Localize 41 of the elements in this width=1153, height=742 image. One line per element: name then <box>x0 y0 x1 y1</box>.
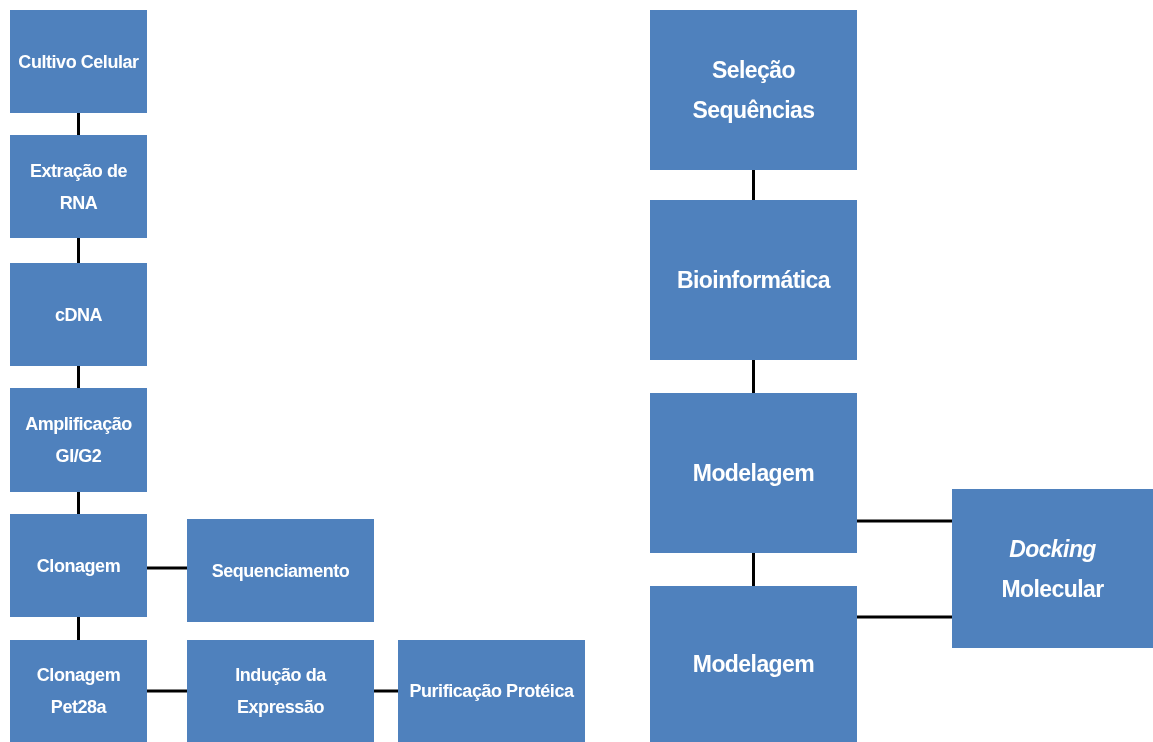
connector-line <box>752 360 755 393</box>
connector-line <box>374 689 398 693</box>
box-label: Amplificação GI/G2 <box>24 413 133 468</box>
box-label: Indução da Expressão <box>234 664 328 719</box>
process-box <box>10 388 147 492</box>
box-label: Extração de RNA <box>28 159 129 215</box>
box-label: Modelagem <box>692 459 815 488</box>
box-label: cDNA <box>54 303 103 327</box>
box-label: Purificação Protéica <box>409 680 574 703</box>
connector-line <box>752 170 755 200</box>
process-box <box>10 263 147 366</box>
process-box <box>398 640 585 742</box>
connector-line <box>857 519 952 523</box>
connector-line <box>147 689 187 693</box>
box-label: Docking Molecular <box>1000 534 1105 604</box>
connector-line <box>77 617 80 640</box>
box-label: Clonagem Pet28a <box>35 664 122 719</box>
connector-line <box>77 366 80 388</box>
process-box <box>650 10 857 170</box>
box-label: Seleção Sequências <box>691 56 816 125</box>
box-label: Sequenciamento <box>211 559 350 583</box>
connector-line <box>77 492 80 514</box>
process-box <box>650 200 857 360</box>
process-box <box>10 10 147 113</box>
process-box <box>650 586 857 742</box>
connector-line <box>857 615 952 619</box>
process-box <box>952 489 1153 648</box>
box-label: Modelagem <box>692 650 815 679</box>
process-box <box>10 640 147 742</box>
connector-line <box>77 238 80 263</box>
process-box <box>187 640 374 742</box>
box-label: Cultivo Celular <box>18 50 139 74</box>
process-box <box>10 135 147 238</box>
box-label: Bioinformática <box>677 266 830 295</box>
box-label: Clonagem <box>36 554 121 578</box>
process-box <box>650 393 857 553</box>
process-box <box>187 519 374 622</box>
connector-line <box>147 566 187 570</box>
process-box <box>10 514 147 617</box>
connector-line <box>77 113 80 135</box>
connector-line <box>752 553 755 586</box>
